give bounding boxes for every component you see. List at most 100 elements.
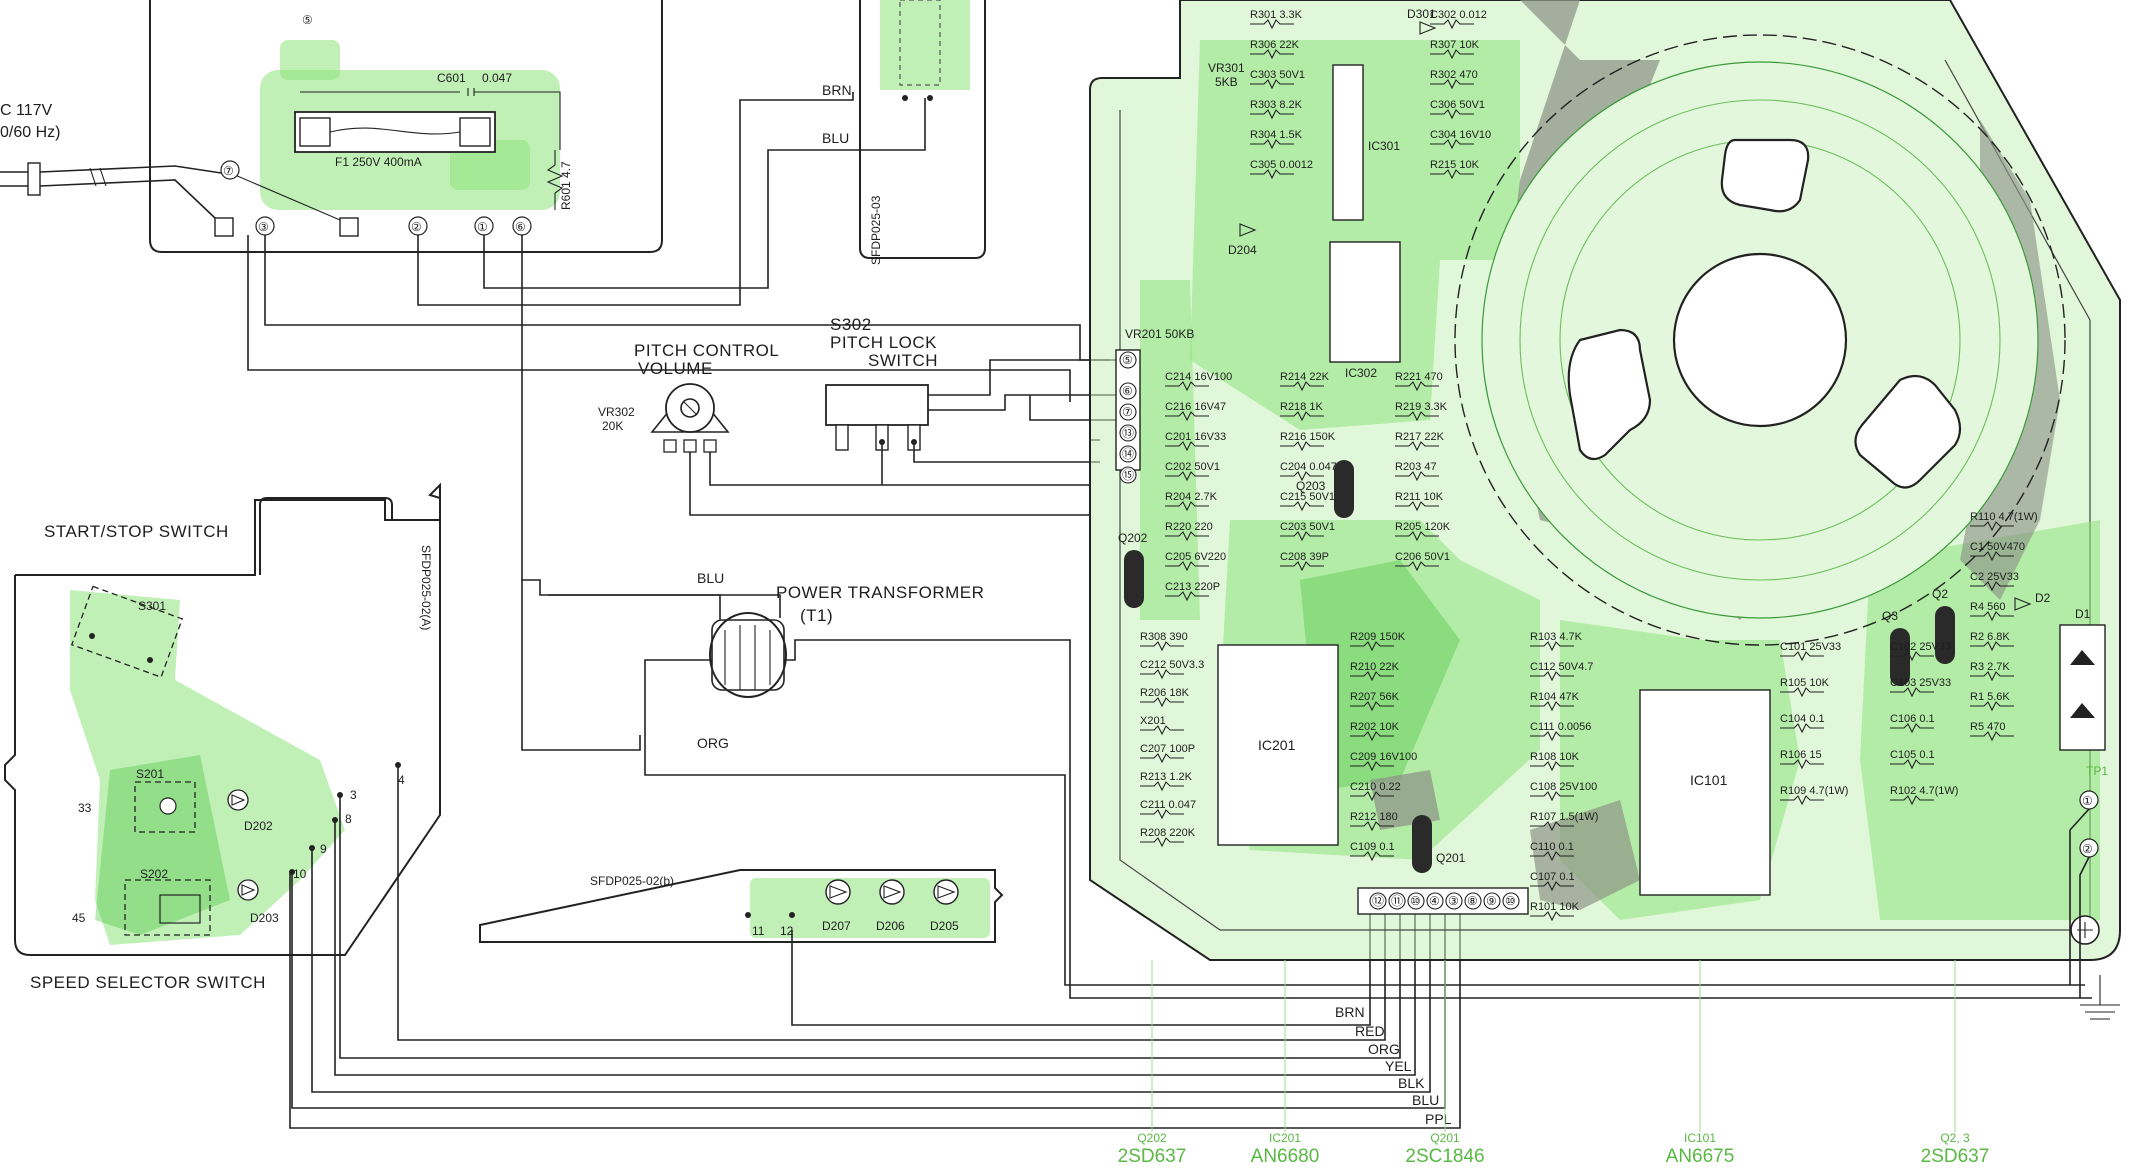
component-label: C209 16V100: [1350, 751, 1417, 763]
connector-left-pin-label: ⑥: [1122, 384, 1133, 398]
connector-left-pin-label: ⑬: [1122, 426, 1134, 440]
component-symbol: [1165, 381, 1209, 392]
connector-left-pin: [1119, 424, 1137, 442]
component-label: R218 1K: [1280, 401, 1323, 413]
component-symbol: [1165, 441, 1209, 452]
power-transformer: POWER TRANSFORMER (T1) BLU ORG: [548, 570, 2092, 999]
component-label: R206 18K: [1140, 687, 1190, 699]
component-symbol: [1430, 79, 1474, 90]
component-symbol: [1530, 701, 1574, 712]
component-label: C109 0.1: [1350, 841, 1395, 853]
legend-type: 2SD637: [1118, 1146, 1187, 1167]
component-symbol: [1280, 531, 1324, 542]
connector-left-pin-label: ⑤: [1122, 353, 1133, 367]
component-label: R5 470: [1970, 721, 2005, 733]
component-symbol: [1530, 821, 1574, 832]
vr301-value: 5KB: [1215, 75, 1238, 89]
component-label: C302 0.012: [1430, 9, 1487, 21]
component-label: R106 15: [1780, 749, 1822, 761]
speed-pin-4: 4: [398, 773, 405, 787]
component-label: C1 50V470: [1970, 541, 2025, 553]
component-label: C103 25V33: [1890, 677, 1951, 689]
connector-bottom-pin-label: ③: [1448, 894, 1459, 908]
speed-n45: 45: [72, 911, 86, 925]
power-pin-2: ②: [411, 220, 422, 234]
ic301-label: IC301: [1368, 139, 1400, 153]
component-symbol: [1395, 381, 1439, 392]
power-board: ⑤ C601 0.047 F1 250V 400mA R601 4.7 SFDP…: [0, 0, 883, 265]
vr301-label: VR301: [1208, 61, 1245, 75]
connector-left-pin-label: ⑦: [1122, 405, 1133, 419]
component-label: R204 2.7K: [1165, 491, 1218, 503]
connector-left-pin-label: ⑮: [1122, 468, 1134, 482]
component-label: C204 0.047: [1280, 461, 1337, 473]
pitch-title-1: PITCH CONTROL: [634, 341, 779, 360]
connector-bottom-pin: [1388, 892, 1406, 910]
legend-type: 2SC1846: [1405, 1146, 1484, 1167]
component-symbol: [1350, 671, 1394, 682]
component-label: C107 0.1: [1530, 871, 1575, 883]
connector-bottom-pin-label: ⑧: [1467, 894, 1478, 908]
vr201-value: 50KB: [1165, 327, 1194, 341]
parts-legend: Q2022SD637IC201AN6680Q2012SC1846IC101AN6…: [1118, 960, 1989, 1167]
component-symbol: [1780, 687, 1824, 698]
component-symbol: [1280, 441, 1324, 452]
component-label: C108 25V100: [1530, 781, 1597, 793]
ic201-label: IC201: [1258, 737, 1296, 753]
component-symbol: [1970, 701, 2014, 712]
component-label: C206 50V1: [1395, 551, 1450, 563]
speed-pin-3: 3: [350, 788, 357, 802]
connector-left-pin: [1119, 403, 1137, 421]
component-symbol: [1970, 581, 2014, 592]
transistor-q3: Q3: [1882, 609, 1910, 686]
s202-label: S202: [140, 867, 168, 881]
transistor-q2: Q2: [1932, 587, 1955, 664]
component-label: R214 22K: [1280, 371, 1330, 383]
vr302-label: VR302: [598, 405, 635, 419]
component-symbol: [1165, 561, 1209, 572]
pitch-title-2: VOLUME: [638, 359, 713, 378]
component-label: R1 5.6K: [1970, 691, 2010, 703]
component-symbol: [1350, 761, 1394, 772]
component-label: R109 4.7(1W): [1780, 785, 1848, 797]
component-symbol: [1350, 851, 1394, 862]
component-label: R308 390: [1140, 631, 1188, 643]
component-symbol: [1250, 79, 1294, 90]
start-stop-board-code: SFDP025-02(A): [419, 545, 433, 630]
component-symbol: [1350, 701, 1394, 712]
s201-label: S201: [136, 767, 164, 781]
r601-label: R601 4.7: [559, 161, 573, 210]
component-label: R103 4.7K: [1530, 631, 1583, 643]
transistor-q201: Q201: [1412, 815, 1466, 873]
s301-label: S301: [138, 599, 166, 613]
component-symbol: [1780, 651, 1824, 662]
led-board-code: SFDP025-02(b): [590, 874, 674, 888]
component-label: R4 560: [1970, 601, 2005, 613]
component-symbol: [1280, 561, 1324, 572]
component-symbol: [1250, 139, 1294, 150]
component-symbol: [1395, 561, 1439, 572]
component-symbol: [1350, 731, 1394, 742]
out-pin-2: ②: [2082, 842, 2093, 856]
ic302-label: IC302: [1345, 366, 1377, 380]
component-label: C203 50V1: [1280, 521, 1335, 533]
component-symbol: [1530, 641, 1574, 652]
connector-bottom-pin-label: ⑪: [1391, 894, 1403, 908]
component-symbol: [1780, 723, 1824, 734]
d204-label: D204: [1228, 243, 1257, 257]
legend-ref: IC201: [1269, 1131, 1301, 1145]
component-label: C211 0.047: [1140, 799, 1196, 811]
c601-label: C601: [437, 71, 466, 85]
wire-blu-top: BLU: [822, 130, 849, 146]
component-symbol: [1530, 671, 1574, 682]
component-symbol: [1280, 471, 1324, 482]
connector-bottom-pin: [1445, 892, 1463, 910]
component-label: R217 22K: [1395, 431, 1445, 443]
component-label: C104 0.1: [1780, 713, 1825, 725]
connector-bottom-pin-label: ⑫: [1372, 894, 1384, 908]
component-label: R221 470: [1395, 371, 1443, 383]
led-d205: D205: [930, 919, 959, 933]
led-d207: D207: [822, 919, 851, 933]
component-symbol: [1140, 837, 1184, 848]
legend-ref: Q202: [1137, 1131, 1167, 1145]
